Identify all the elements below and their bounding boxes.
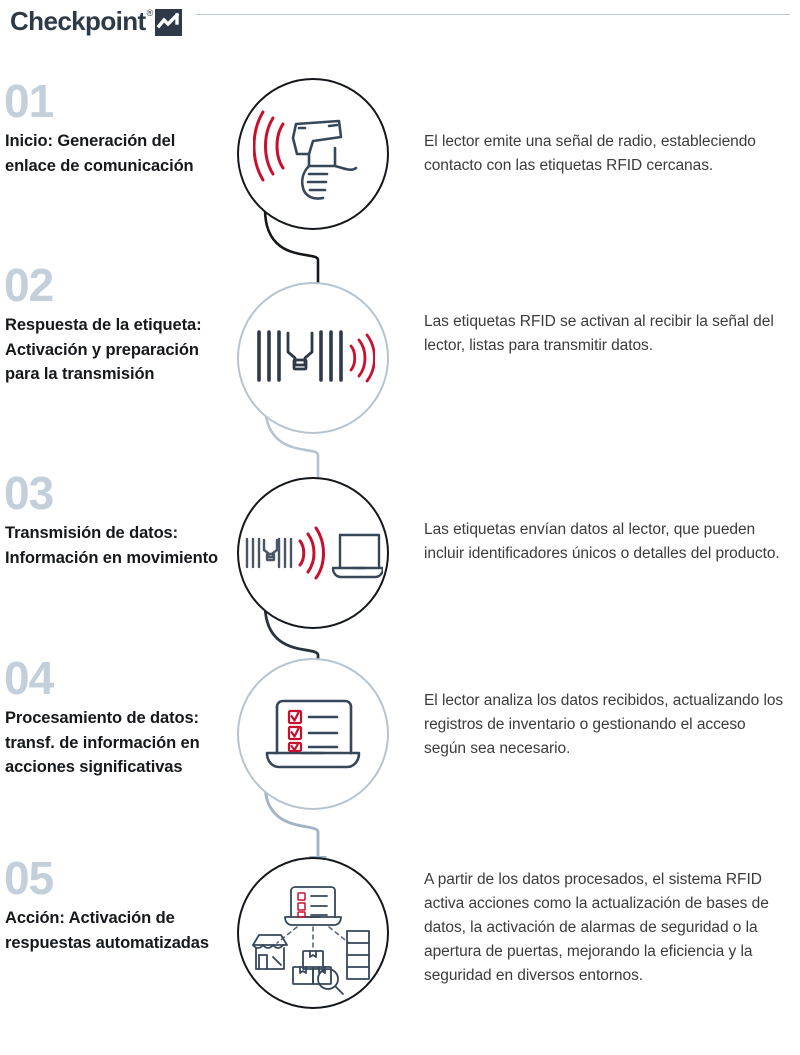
step-description: El lector analiza los datos recibidos, a… [424, 692, 784, 757]
step-number: 01 [4, 75, 54, 127]
rfid-tag-antenna-icon [239, 284, 387, 432]
step-icon-circle [237, 857, 389, 1009]
step-number: 05 [4, 852, 54, 904]
laptop-checklist-icon [239, 660, 387, 808]
rfid-tag-to-laptop-icon [239, 479, 387, 627]
step-title: Respuesta de la etiqueta: Activación y p… [5, 316, 202, 383]
step-title: Procesamiento de datos: transf. de infor… [5, 709, 200, 776]
step-description: El lector emite una señal de radio, esta… [424, 133, 756, 174]
checkpoint-zigzag-mark-icon [155, 9, 183, 36]
step-number: 03 [4, 467, 54, 519]
step-icon-circle [237, 78, 389, 230]
header-divider [196, 14, 790, 15]
step-description: Las etiquetas envían datos al lector, qu… [424, 521, 780, 562]
rfid-handheld-scanner-icon [239, 80, 387, 228]
checkpoint-logo: Checkpoint ® [10, 6, 183, 37]
step-title: Transmisión de datos: Información en mov… [5, 524, 218, 567]
page-header: Checkpoint ® [0, 0, 800, 60]
step-icon-circle [237, 658, 389, 810]
step-description: A partir de los datos procesados, el sis… [424, 871, 769, 984]
brand-name: Checkpoint [10, 6, 146, 36]
registered-trademark-icon: ® [146, 7, 154, 18]
step-title: Inicio: Generación del enlace de comunic… [5, 132, 194, 175]
step-icon-circle [237, 477, 389, 629]
step-icon-circle [237, 282, 389, 434]
step-description: Las etiquetas RFID se activan al recibir… [424, 313, 774, 354]
rfid-ecosystem-network-icon [239, 859, 387, 1007]
step-title: Acción: Activación de respuestas automat… [5, 909, 209, 952]
step-number: 02 [4, 259, 54, 311]
step-number: 04 [4, 652, 54, 704]
